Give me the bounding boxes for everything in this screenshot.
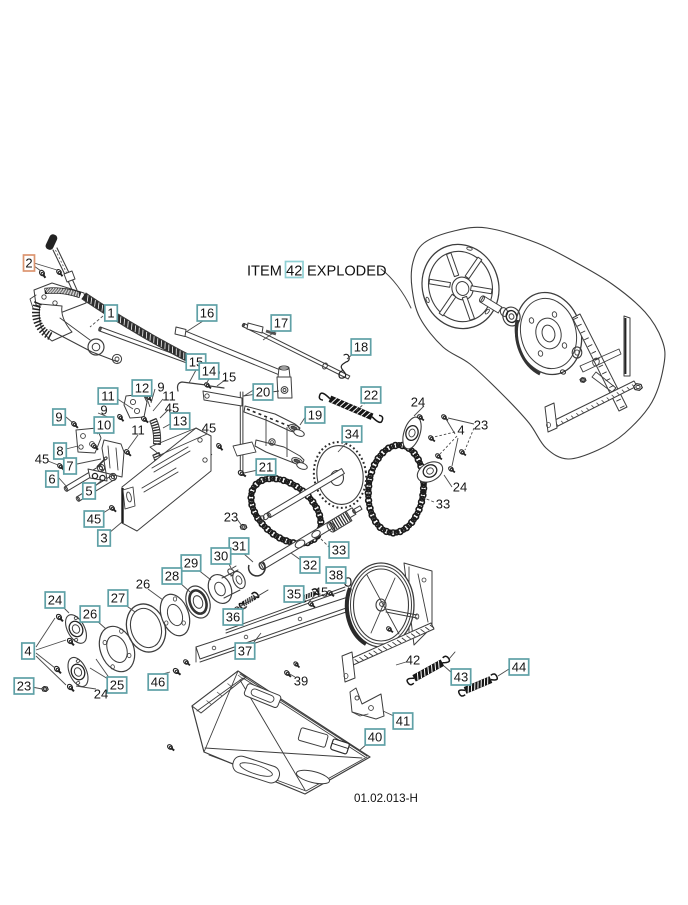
svg-text:34: 34	[345, 427, 359, 442]
svg-text:29: 29	[184, 556, 198, 571]
svg-text:26: 26	[83, 607, 97, 622]
svg-text:8: 8	[56, 444, 63, 459]
svg-text:21: 21	[259, 460, 273, 475]
svg-text:45: 45	[35, 452, 49, 467]
svg-text:17: 17	[274, 316, 288, 331]
svg-text:12: 12	[135, 381, 149, 396]
svg-text:39: 39	[294, 674, 308, 689]
svg-text:4: 4	[457, 423, 464, 438]
svg-text:22: 22	[364, 388, 378, 403]
svg-text:18: 18	[354, 340, 368, 355]
svg-text:9: 9	[100, 403, 107, 418]
svg-text:24: 24	[411, 395, 425, 410]
svg-text:35: 35	[287, 587, 301, 602]
svg-text:33: 33	[436, 497, 450, 512]
svg-text:40: 40	[368, 730, 382, 745]
svg-text:37: 37	[238, 644, 252, 659]
svg-text:28: 28	[165, 569, 179, 584]
svg-text:01.02.013-H: 01.02.013-H	[354, 792, 418, 805]
svg-text:13: 13	[173, 414, 187, 429]
svg-text:EXPLODED: EXPLODED	[307, 264, 386, 280]
svg-text:20: 20	[256, 385, 270, 400]
svg-text:45: 45	[87, 512, 101, 527]
svg-text:31: 31	[232, 539, 246, 554]
svg-text:23: 23	[17, 679, 31, 694]
svg-text:9: 9	[55, 410, 62, 425]
svg-text:46: 46	[151, 675, 165, 690]
svg-text:ITEM: ITEM	[247, 264, 282, 280]
svg-text:26: 26	[136, 577, 150, 592]
svg-text:45: 45	[202, 421, 216, 436]
svg-text:33: 33	[332, 543, 346, 558]
svg-text:5: 5	[85, 484, 92, 499]
svg-text:3: 3	[100, 531, 107, 546]
svg-text:24: 24	[453, 480, 467, 495]
svg-text:25: 25	[110, 678, 124, 693]
svg-text:30: 30	[214, 549, 228, 564]
svg-text:11: 11	[131, 423, 145, 438]
svg-text:36: 36	[226, 610, 240, 625]
svg-text:23: 23	[474, 418, 488, 433]
svg-text:16: 16	[200, 306, 214, 321]
svg-text:1: 1	[107, 306, 114, 321]
svg-text:2: 2	[25, 256, 32, 271]
svg-text:38: 38	[329, 568, 343, 583]
svg-text:19: 19	[308, 408, 322, 423]
svg-text:6: 6	[48, 472, 55, 487]
svg-text:45: 45	[314, 585, 328, 600]
svg-text:44: 44	[512, 660, 526, 675]
svg-text:42: 42	[406, 653, 420, 668]
svg-text:24: 24	[94, 687, 108, 702]
svg-text:42: 42	[286, 264, 302, 280]
svg-text:11: 11	[101, 389, 115, 404]
svg-text:24: 24	[48, 593, 62, 608]
svg-text:4: 4	[24, 644, 31, 659]
svg-text:14: 14	[202, 364, 216, 379]
svg-text:32: 32	[303, 558, 317, 573]
svg-text:41: 41	[396, 714, 410, 729]
svg-text:15: 15	[222, 370, 236, 385]
svg-text:7: 7	[66, 459, 73, 474]
svg-text:10: 10	[97, 418, 111, 433]
svg-text:23: 23	[224, 510, 238, 525]
svg-text:43: 43	[454, 670, 468, 685]
svg-text:27: 27	[111, 591, 125, 606]
